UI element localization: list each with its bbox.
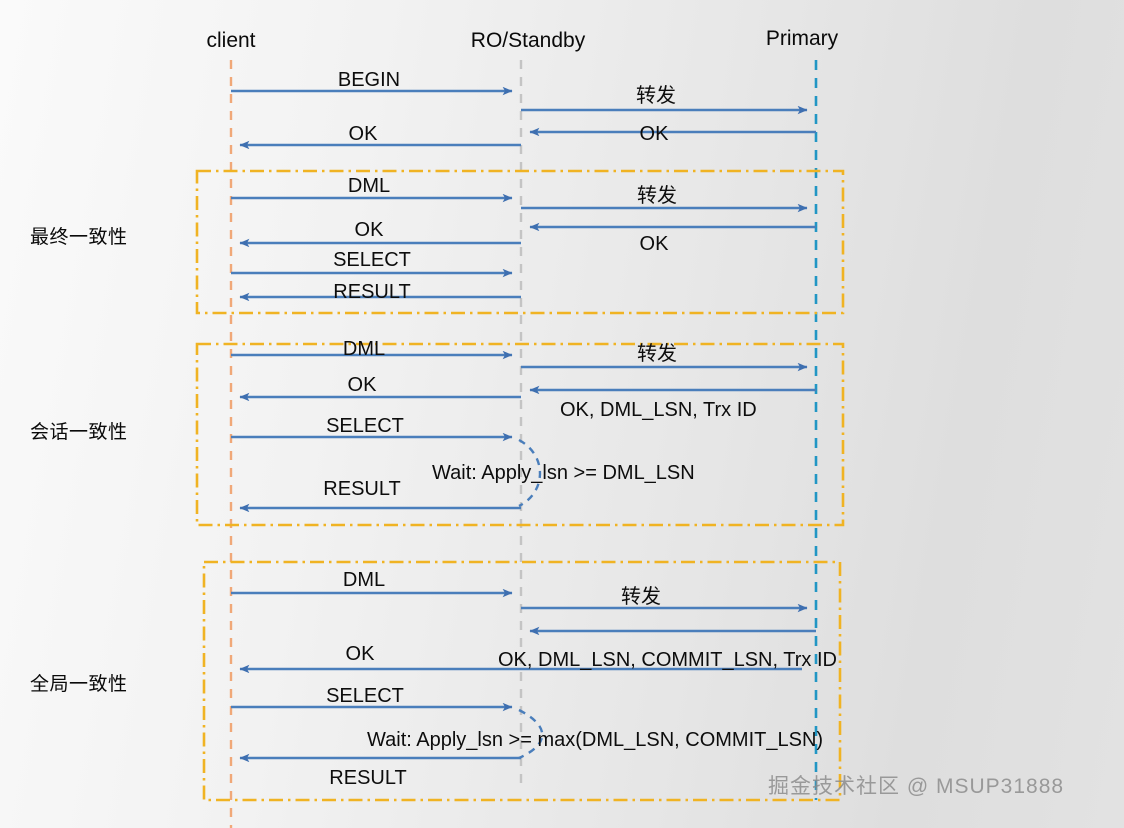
message-label-forward-1: 转发 (636, 85, 676, 107)
message-label-result-1: RESULT (333, 281, 411, 303)
watermark-text: 掘金技术社区 @ MSUP31888 (768, 775, 1065, 798)
message-label-ok-client-2: OK (354, 219, 384, 241)
actor-label-primary: Primary (765, 27, 839, 50)
group-box-session (195, 342, 845, 527)
group-label-session-consistency: 会话一致性 (30, 422, 128, 443)
message-label-result-2: RESULT (323, 478, 401, 500)
message-label-dml-3: DML (342, 569, 386, 591)
message-label-ok-client-3: OK (347, 374, 377, 396)
message-label-ok-dml-commit-lsn-trxid: OK, DML_LSN, COMMIT_LSN, Trx ID (498, 649, 837, 671)
message-label-ok-primary-2: OK (639, 233, 669, 255)
group-box-global (202, 560, 842, 802)
message-label-dml-2: DML (342, 338, 386, 360)
actor-label-ro-standby: RO/Standby (470, 29, 586, 52)
message-label-select-3: SELECT (326, 685, 404, 707)
message-label-ok-primary-1: OK (639, 123, 669, 145)
message-label-result-3: RESULT (329, 767, 407, 789)
self-loop-wait-session (518, 438, 542, 508)
message-label-wait-session: Wait: Apply_lsn >= DML_LSN (432, 462, 695, 484)
message-label-begin: BEGIN (337, 69, 401, 91)
message-label-wait-global: Wait: Apply_lsn >= max(DML_LSN, COMMIT_L… (367, 729, 824, 751)
message-label-ok-client-1: OK (348, 123, 378, 145)
message-label-forward-2: 转发 (637, 185, 677, 207)
message-label-forward-3: 转发 (637, 343, 677, 365)
group-label-eventual-consistency: 最终一致性 (30, 227, 128, 248)
group-label-global-consistency: 全局一致性 (30, 674, 128, 695)
message-label-dml-1: DML (347, 175, 391, 197)
message-label-ok-client-4: OK (345, 643, 375, 665)
message-label-select-1: SELECT (333, 249, 411, 271)
message-label-forward-4: 转发 (621, 586, 661, 608)
message-label-ok-dml-lsn-trxid: OK, DML_LSN, Trx ID (560, 399, 757, 421)
group-box-eventual (195, 169, 845, 315)
actor-label-client: client (206, 29, 256, 52)
message-label-select-2: SELECT (326, 415, 404, 437)
